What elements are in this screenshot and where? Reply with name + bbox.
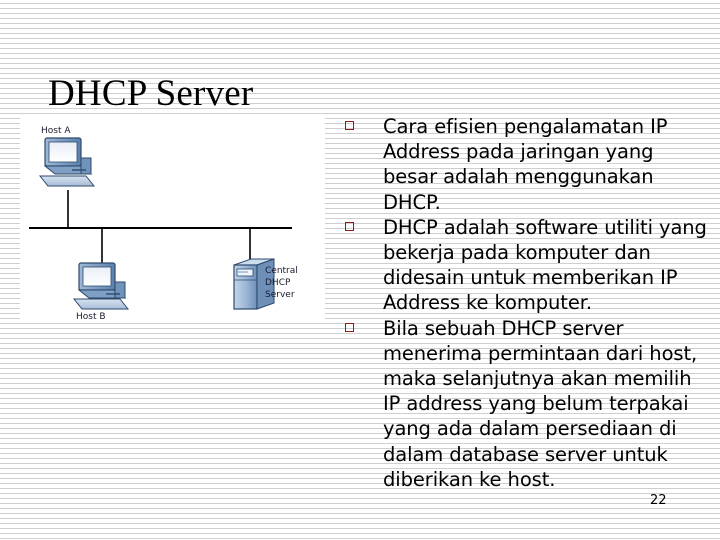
host-b-label: Host B — [76, 312, 106, 322]
host-b-keyboard — [72, 298, 130, 310]
dhcp-server-label-line-1: Central — [265, 266, 298, 276]
host-b-node: Host B — [72, 262, 130, 322]
host-a-label: Host A — [41, 126, 71, 136]
dhcp-network-diagram: Host A Host B — [20, 118, 325, 323]
square-bullet-icon — [345, 121, 354, 130]
bullet-list: Cara efisien pengalamatan IP Address pad… — [345, 114, 713, 492]
dhcp-server-label-line-3: Server — [265, 290, 295, 300]
host-b-screen — [82, 266, 112, 287]
server-drive-bay — [236, 268, 254, 277]
host-a-keyboard — [38, 175, 96, 187]
page-title: DHCP Server — [48, 73, 254, 114]
square-bullet-icon — [345, 322, 354, 332]
server-side-face — [256, 258, 275, 310]
list-item: DHCP adalah software utiliti yang bekerj… — [345, 215, 713, 316]
page-number: 22 — [650, 493, 667, 508]
host-a-screen — [48, 141, 78, 163]
dhcp-server-node: Central DHCP Server — [233, 258, 298, 310]
host-b-side — [114, 281, 126, 299]
network-topology-svg: Host A Host B — [20, 118, 325, 323]
host-a-side — [80, 157, 92, 175]
square-bullet-icon — [345, 221, 354, 231]
bullet-text-3: Bila sebuah DHCP server menerima permint… — [383, 316, 698, 491]
list-item: Cara efisien pengalamatan IP Address pad… — [345, 114, 713, 215]
dhcp-server-label-line-2: DHCP — [265, 278, 291, 288]
host-a-node: Host A — [38, 126, 96, 187]
bullet-text-2: DHCP adalah software utiliti yang bekerj… — [383, 215, 707, 315]
bullet-text-1: Cara efisien pengalamatan IP Address pad… — [383, 115, 668, 214]
list-item: Bila sebuah DHCP server menerima permint… — [345, 316, 713, 492]
